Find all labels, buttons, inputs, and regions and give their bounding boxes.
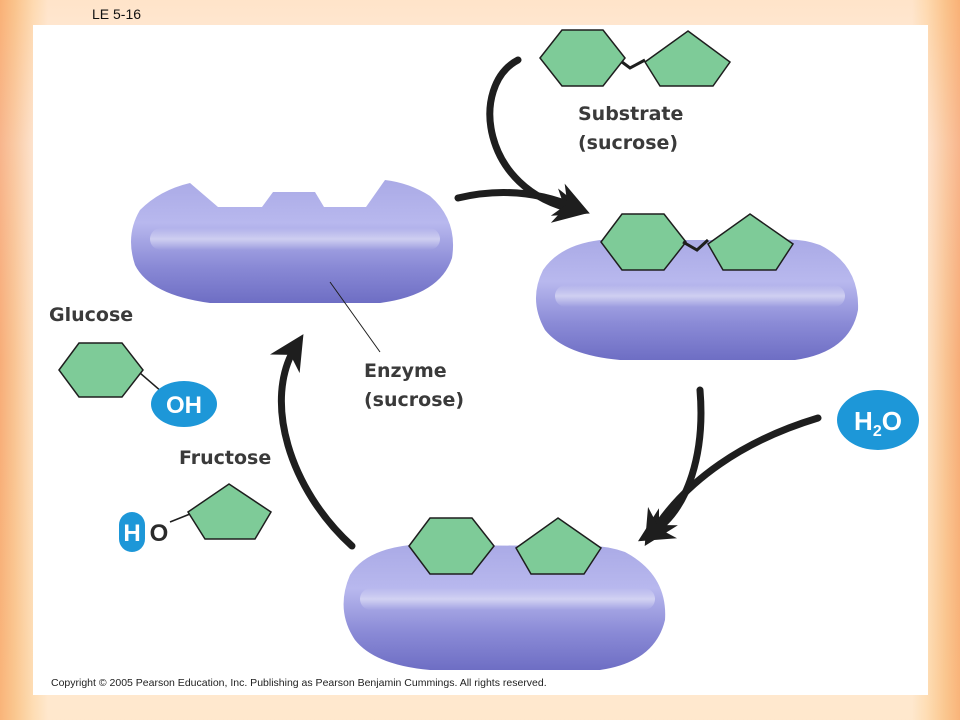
arrow-to-enzyme-3 (638, 386, 705, 542)
bound-substrate-molecule (600, 213, 795, 271)
oh-ion (151, 381, 217, 427)
hydrolyzing-substrate-molecule (408, 517, 603, 575)
arrow-water-in (644, 414, 822, 546)
enzyme-leader-line (329, 281, 381, 353)
glucose-molecule: OH (58, 342, 217, 427)
h-ion (119, 512, 145, 552)
glucose-label: Glucose (49, 304, 134, 326)
substrate-label: Substrate (sucrose) (578, 100, 683, 158)
slide-label: LE 5-16 (92, 6, 142, 22)
enzyme-label: Enzyme (sucrose) (364, 357, 464, 415)
fructose-label: Fructose (179, 447, 272, 469)
enzyme-label-line-1: Enzyme (364, 360, 447, 382)
arrow-to-enzyme-2 (454, 183, 590, 216)
arrow-products-release (270, 334, 356, 550)
h-label: H (123, 520, 140, 547)
oh-label: OH (166, 392, 202, 419)
fructose-molecule: H O (119, 483, 273, 552)
enzyme-substrate-bound (535, 239, 859, 360)
copyright-text: Copyright © 2005 Pearson Education, Inc.… (51, 677, 547, 689)
o-label: O (150, 520, 169, 547)
water-formula: H2O (854, 406, 902, 440)
water-molecule: H2O (837, 390, 919, 450)
enzyme-water-bound (343, 545, 666, 670)
substrate-sucrose-molecule (539, 29, 732, 87)
substrate-label-line-2: (sucrose) (578, 132, 679, 154)
enzyme-label-line-2: (sucrose) (364, 389, 465, 411)
substrate-label-line-1: Substrate (578, 103, 684, 125)
cycle-arrows (270, 56, 822, 550)
enzyme-empty (131, 180, 454, 303)
